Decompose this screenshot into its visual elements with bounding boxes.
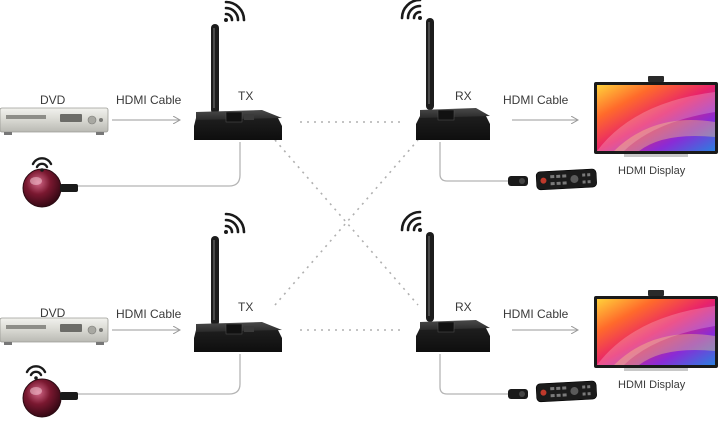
wifi-signal-icon	[400, 0, 422, 20]
hdmi-cable-in-label: HDMI Cable	[116, 93, 182, 107]
hdmi-cable-in-label: HDMI Cable	[116, 307, 182, 321]
ir-cable	[78, 142, 241, 187]
tx-unit	[194, 24, 282, 140]
rx-label: RX	[455, 89, 472, 103]
ir-emitter	[508, 389, 528, 399]
link-tx2-rx1	[274, 139, 419, 306]
wifi-signal-icon	[31, 157, 53, 172]
ir-cable	[439, 354, 508, 395]
wifi-signal-icon	[224, 0, 246, 22]
rx-unit	[416, 232, 490, 352]
remote-control-icon	[535, 380, 597, 403]
dvd-label: DVD	[40, 93, 66, 107]
hdmi-display	[594, 290, 718, 371]
ir-cable	[78, 354, 241, 395]
rx-label: RX	[455, 300, 472, 314]
wifi-signal-icon	[25, 365, 47, 380]
row-2	[0, 210, 718, 418]
hdmi-cable-out-label: HDMI Cable	[503, 307, 569, 321]
ir-emitter	[508, 176, 528, 186]
link-tx1-rx2	[274, 139, 419, 306]
rx-unit	[416, 18, 490, 140]
row-1	[0, 0, 718, 208]
ir-cable	[439, 142, 508, 182]
hdmi-cable-out-label: HDMI Cable	[503, 93, 569, 107]
dvd-player	[0, 317, 109, 345]
wifi-signal-icon	[224, 212, 246, 234]
dvd-label: DVD	[40, 306, 66, 320]
hdmi-display-label: HDMI Display	[618, 379, 686, 391]
wifi-signal-icon	[400, 210, 422, 232]
dvd-player	[0, 107, 109, 135]
ir-receiver-icon	[22, 168, 78, 208]
ir-receiver-icon	[22, 378, 78, 418]
hdmi-display	[594, 76, 718, 157]
hdmi-display-label: HDMI Display	[618, 165, 686, 177]
tx-label: TX	[238, 89, 254, 103]
remote-control-icon	[535, 168, 597, 191]
tx-label: TX	[238, 300, 254, 314]
tx-unit	[194, 236, 282, 352]
wireless-links	[274, 121, 419, 331]
